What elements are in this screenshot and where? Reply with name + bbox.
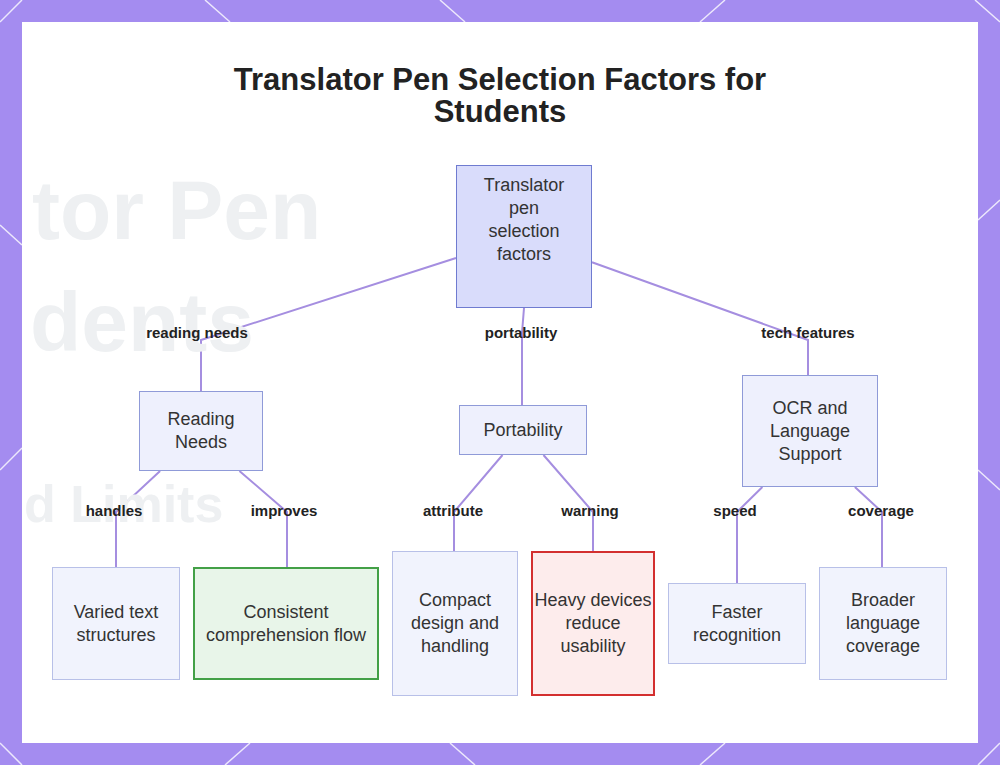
edge-label: reading needs (146, 324, 248, 342)
watermark-text: dents (30, 280, 254, 364)
process-box: Faster recognition (668, 583, 806, 664)
process-box: OCR and Language Support (742, 375, 878, 487)
connector (592, 262, 808, 375)
process-box: Broader language coverage (819, 567, 947, 680)
process-box: Heavy devices reduce usability (531, 551, 655, 696)
node-text: Faster recognition (669, 601, 805, 647)
node-text: Translator pen selection factors (477, 174, 571, 266)
node-text: Heavy devices reduce usability (533, 589, 653, 658)
edge-label: handles (86, 502, 143, 520)
process-box: Compact design and handling (392, 551, 518, 696)
node-text: Portability (483, 419, 562, 442)
node-text: Compact design and handling (393, 589, 517, 658)
edge-label: portability (485, 324, 558, 342)
connector (737, 487, 762, 583)
edge-label: speed (713, 502, 756, 520)
node-text: Varied text structures (53, 601, 179, 647)
edge-label: tech features (761, 324, 854, 342)
watermark-text: tor Pen (32, 168, 321, 252)
process-box: Consistent comprehension flow (193, 567, 379, 680)
node-text: OCR and Language Support (743, 397, 877, 466)
connector (855, 487, 882, 567)
process-box: Portability (459, 405, 587, 455)
edge-label: coverage (848, 502, 914, 520)
edge-label: improves (251, 502, 318, 520)
process-box: Reading Needs (139, 391, 263, 471)
edge-label: warning (561, 502, 619, 520)
connector (522, 308, 524, 405)
node-text: Broader language coverage (820, 589, 946, 658)
process-box: Translator pen selection factors (456, 165, 592, 308)
diagram-title: Translator Pen Selection Factors for Stu… (190, 64, 810, 128)
node-text: Consistent comprehension flow (195, 601, 377, 647)
edge-label: attribute (423, 502, 483, 520)
node-text: Reading Needs (140, 408, 262, 454)
process-box: Varied text structures (52, 567, 180, 680)
